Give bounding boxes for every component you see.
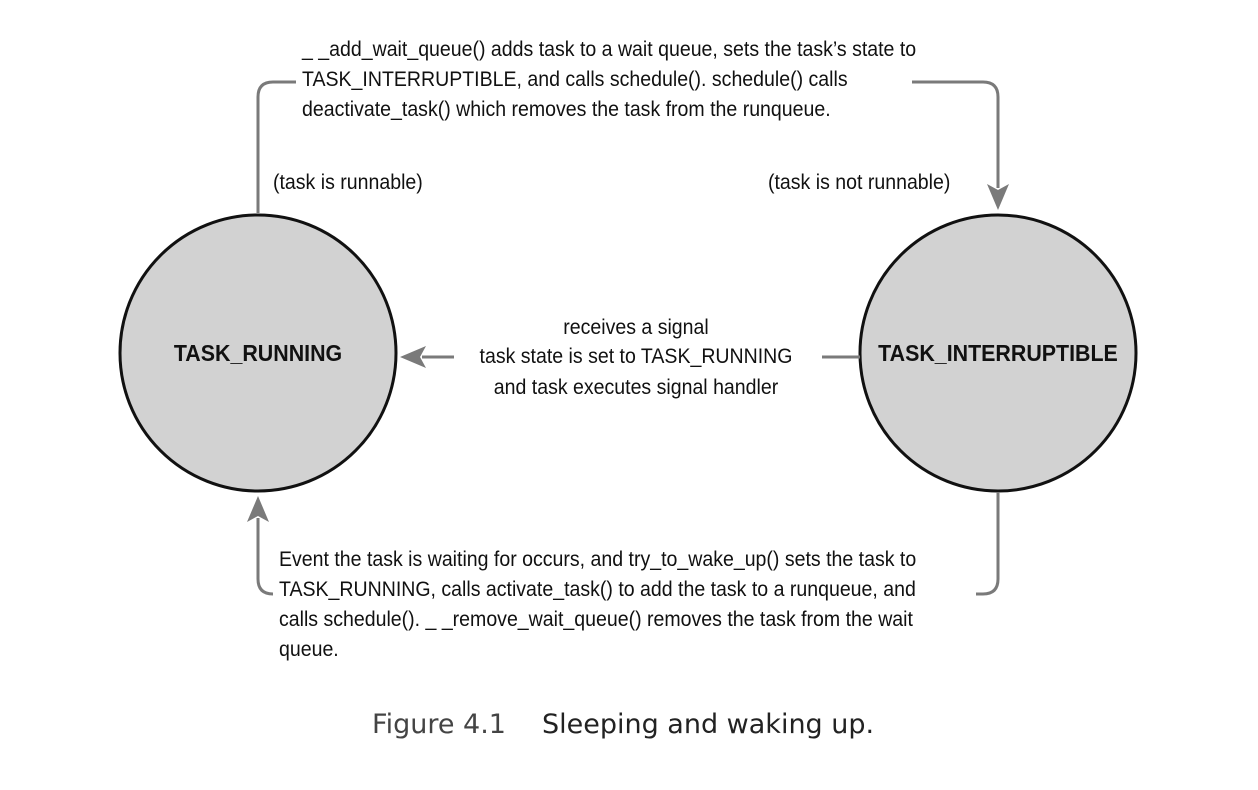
wake-transition-line-1: Event the task is waiting for occurs, an… <box>279 548 917 571</box>
wake-arrowhead <box>247 496 269 522</box>
wake-transition-line-3: calls schedule(). _ _remove_wait_queue()… <box>279 608 913 631</box>
signal-transition-line-1: receives a signal <box>563 316 709 339</box>
task-running-state-circle <box>118 213 398 493</box>
figure-caption: Figure 4.1 Sleeping and waking up. <box>372 707 874 743</box>
sleep-transition-arrow <box>256 80 1000 213</box>
wake-transition-line-4: queue. <box>279 638 339 661</box>
wake-transition-line-2: TASK_RUNNING, calls activate_task() to a… <box>279 578 916 601</box>
sleep-transition-line-1: _ _add_wait_queue() adds task to a wait … <box>302 38 917 61</box>
runnable-annotation: (task is runnable) <box>273 171 423 194</box>
signal-transition-line-2: task state is set to TASK_RUNNING <box>479 345 793 368</box>
signal-transition-line-3: and task executes signal handler <box>493 376 779 399</box>
task-running-label: TASK_RUNNING <box>173 340 343 366</box>
not-runnable-annotation: (task is not runnable) <box>768 171 951 194</box>
task-interruptible-state-circle <box>858 213 1138 493</box>
sleep-transition-line-3: deactivate_task() which removes the task… <box>302 98 831 121</box>
task-interruptible-label: TASK_INTERRUPTIBLE <box>878 340 1118 366</box>
wake-transition-arrow <box>256 492 1000 596</box>
sleep-arrowhead <box>987 184 1009 210</box>
signal-arrowhead <box>400 346 426 368</box>
sleep-transition-line-2: TASK_INTERRUPTIBLE, and calls schedule()… <box>302 68 848 91</box>
figure-number: Figure 4.1 <box>372 709 506 740</box>
figure-caption-text: Sleeping and waking up. <box>541 709 875 740</box>
